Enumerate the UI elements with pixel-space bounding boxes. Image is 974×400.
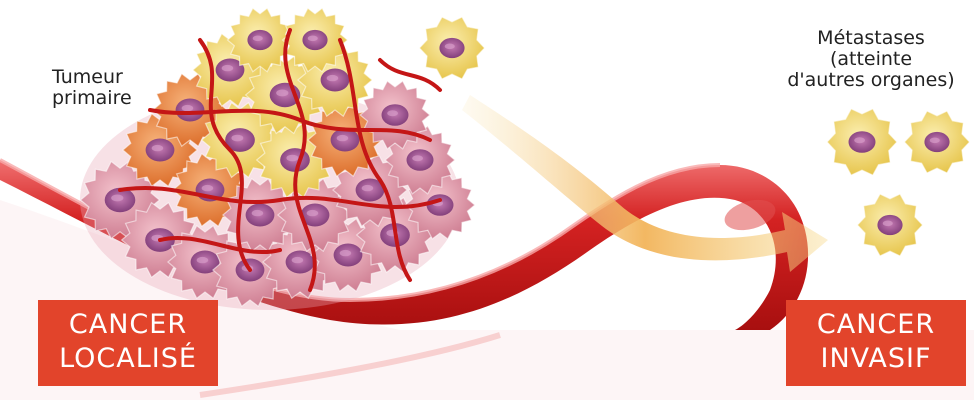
meta-label-line3: d'autres organes) xyxy=(770,70,972,91)
localized-badge-line1: CANCER xyxy=(38,308,218,342)
meta-label-line2: (atteinte xyxy=(770,49,972,70)
spiky-yellow-cell-icon xyxy=(905,111,970,173)
metastasis-label: Métastases (atteinte d'autres organes) xyxy=(770,28,972,91)
tumor-label-line2: primaire xyxy=(52,88,132,109)
tumor-label-line1: Tumeur xyxy=(52,67,132,88)
localized-badge-line2: LOCALISÉ xyxy=(38,342,218,376)
meta-label-line1: Métastases xyxy=(770,28,972,49)
spiky-yellow-cell-icon xyxy=(827,109,897,175)
spiky-yellow-cell-icon xyxy=(858,194,923,256)
primary-tumor-label: Tumeur primaire xyxy=(52,67,132,109)
copyright-watermark: © sophiejacopin.com xyxy=(552,276,669,289)
localized-cancer-badge: CANCER LOCALISÉ xyxy=(38,300,218,386)
invasive-badge-line1: CANCER xyxy=(786,308,966,342)
spiky-yellow-cell-icon xyxy=(420,17,485,79)
invasive-badge-line2: INVASIF xyxy=(786,342,966,376)
invasive-cancer-badge: CANCER INVASIF xyxy=(786,300,966,386)
tumor-mass xyxy=(80,8,475,310)
